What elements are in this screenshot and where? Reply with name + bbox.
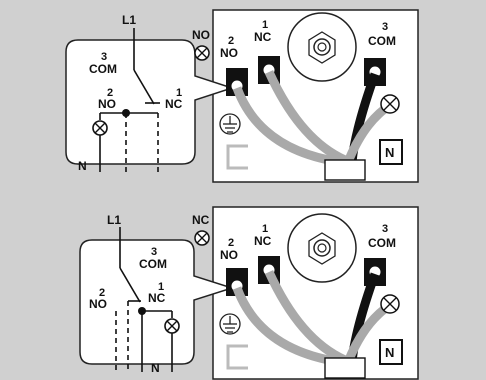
top-switch-arm	[133, 69, 155, 105]
top-term-nc-num: 1	[262, 19, 268, 31]
top-term-no: NO	[220, 46, 238, 60]
top-wiring-panel: L1 3 COM 2 NO 1 NC N NO 2 NO 1 NC 3 COM	[65, 9, 419, 183]
bottom-wire-nc	[264, 270, 347, 365]
bottom-nc-label: NC	[148, 291, 166, 305]
top-l1-label: L1	[122, 13, 136, 27]
top-term-com-num: 3	[382, 21, 388, 33]
top-schematic-callout	[65, 39, 235, 165]
bottom-wire-no	[232, 286, 341, 367]
bottom-mounting-slot	[226, 344, 248, 370]
bottom-term-n: N	[385, 345, 394, 360]
top-nc-label: NC	[165, 97, 183, 111]
top-no-num: 2	[107, 87, 113, 99]
top-term-n: N	[385, 145, 394, 160]
bottom-com-label: COM	[139, 257, 167, 271]
bottom-n-terminal	[379, 339, 403, 365]
bottom-nc-num: 1	[158, 281, 164, 293]
top-cable-grommet	[324, 159, 366, 181]
top-wire-nc	[264, 70, 347, 165]
top-term-no-num: 2	[228, 35, 234, 47]
bottom-no-label: NO	[89, 297, 107, 311]
bottom-term-no-num: 2	[228, 237, 234, 249]
bottom-n-label: N	[151, 361, 160, 375]
top-dial-center	[317, 42, 327, 52]
top-term-com: COM	[368, 34, 396, 48]
bottom-side-lamp-cross-b	[196, 232, 208, 244]
top-nc-num: 1	[176, 87, 182, 99]
bottom-l1-label: L1	[107, 213, 121, 227]
bottom-dial-center	[317, 243, 327, 253]
bottom-lamp-side-label: NC	[192, 213, 210, 227]
top-earth-cross-b	[383, 97, 397, 111]
top-mounting-slot	[226, 144, 248, 170]
top-no-label: NO	[98, 97, 116, 111]
bottom-term-no: NO	[220, 248, 238, 262]
bottom-cable-grommet	[324, 357, 366, 379]
bottom-switch-arm	[119, 267, 141, 303]
bottom-wiring-panel: L1 3 COM 2 NO 1 NC N NC 2 NO 1 NC 3 COM	[79, 206, 419, 380]
top-n-label: N	[78, 159, 87, 173]
bottom-term-com-num: 3	[382, 223, 388, 235]
bottom-no-num: 2	[99, 287, 105, 299]
top-lamp-cross-b	[94, 122, 106, 134]
bottom-earth-cross-b	[383, 297, 397, 311]
bottom-com-num: 3	[151, 246, 157, 258]
bottom-lamp-cross-b	[166, 320, 178, 332]
top-com-label: COM	[89, 62, 117, 76]
top-wire-no	[232, 86, 341, 167]
top-com-num: 3	[101, 51, 107, 63]
top-side-lamp-cross-b	[196, 47, 208, 59]
bottom-schematic-callout	[79, 239, 235, 365]
top-lamp-side-label: NO	[192, 28, 210, 42]
bottom-term-nc: NC	[254, 234, 272, 248]
top-term-nc: NC	[254, 30, 272, 44]
bottom-term-nc-num: 1	[262, 223, 268, 235]
bottom-term-com: COM	[368, 236, 396, 250]
top-n-terminal	[379, 139, 403, 165]
